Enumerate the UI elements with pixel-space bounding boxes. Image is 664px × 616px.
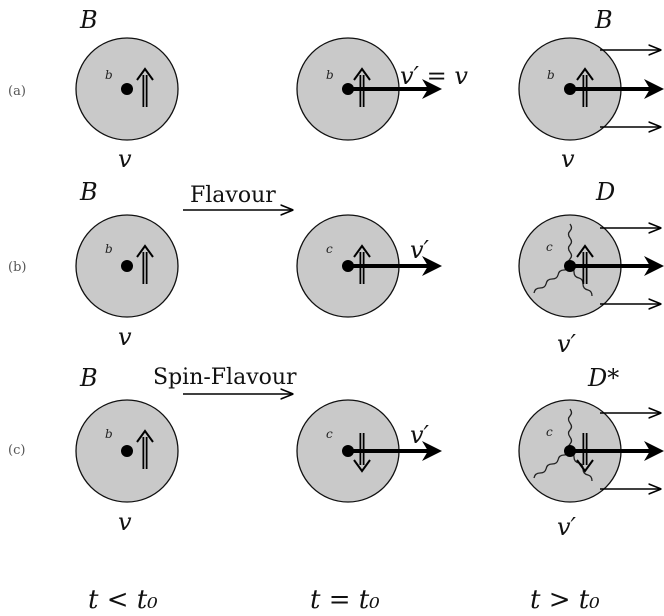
hadron-label: B bbox=[79, 6, 98, 34]
heavy-quark-dot bbox=[564, 83, 576, 95]
heavy-quark-dot bbox=[342, 260, 354, 272]
hadron-label: B bbox=[79, 364, 98, 392]
quark-label: c bbox=[546, 240, 553, 254]
time-label-after: t > t₀ bbox=[530, 585, 600, 615]
velocity-label: v bbox=[118, 323, 132, 351]
heavy-quark-dot bbox=[121, 83, 133, 95]
heavy-quark-dot bbox=[342, 445, 354, 457]
quark-label: b bbox=[105, 242, 113, 256]
gluon-lines bbox=[533, 223, 593, 297]
row-label-c: (c) bbox=[8, 443, 25, 458]
hadron-label: D* bbox=[587, 364, 619, 392]
row-label-b: (b) bbox=[8, 260, 26, 275]
spin-up-arrow bbox=[136, 244, 154, 284]
row-label-a: (a) bbox=[8, 84, 26, 99]
velocity-label: v bbox=[118, 508, 132, 536]
quark-label: b bbox=[105, 68, 113, 82]
row-c: B b v Spin-Flavour c v′ D* c bbox=[75, 364, 664, 541]
spin-up-arrow bbox=[136, 67, 154, 107]
row-a: B b v b v′ = v B b bbox=[75, 6, 664, 173]
quark-label: b bbox=[326, 68, 334, 82]
hadron-label: D bbox=[595, 178, 615, 206]
velocity-label: v bbox=[561, 145, 575, 173]
heavy-quark-dot bbox=[564, 445, 576, 457]
velocity-note: v′ = v bbox=[400, 62, 468, 90]
spin-up-arrow bbox=[136, 429, 154, 469]
heavy-quark-dot bbox=[342, 83, 354, 95]
quark-label: b bbox=[547, 68, 555, 82]
quark-label: b bbox=[105, 427, 113, 441]
heavy-quark-dot bbox=[121, 260, 133, 272]
velocity-label: v′ bbox=[557, 330, 577, 358]
transition-label: Flavour bbox=[190, 183, 276, 208]
hadron-label: B bbox=[594, 6, 613, 34]
row-b: B b v Flavour c v′ D c bbox=[75, 178, 664, 358]
quark-label: c bbox=[546, 425, 553, 439]
velocity-note: v′ bbox=[410, 421, 430, 449]
heavy-quark-dot bbox=[121, 445, 133, 457]
heavy-quark-dot bbox=[564, 260, 576, 272]
gluon-lines bbox=[533, 408, 593, 482]
time-label-before: t < t₀ bbox=[88, 585, 158, 615]
quark-label: c bbox=[326, 427, 333, 441]
transition-label: Spin-Flavour bbox=[153, 365, 297, 390]
hadron-label: B bbox=[79, 178, 98, 206]
quark-label: c bbox=[326, 242, 333, 256]
time-label-at: t = t₀ bbox=[310, 585, 380, 615]
velocity-label: v bbox=[118, 145, 132, 173]
velocity-label: v′ bbox=[557, 513, 577, 541]
velocity-note: v′ bbox=[410, 236, 430, 264]
